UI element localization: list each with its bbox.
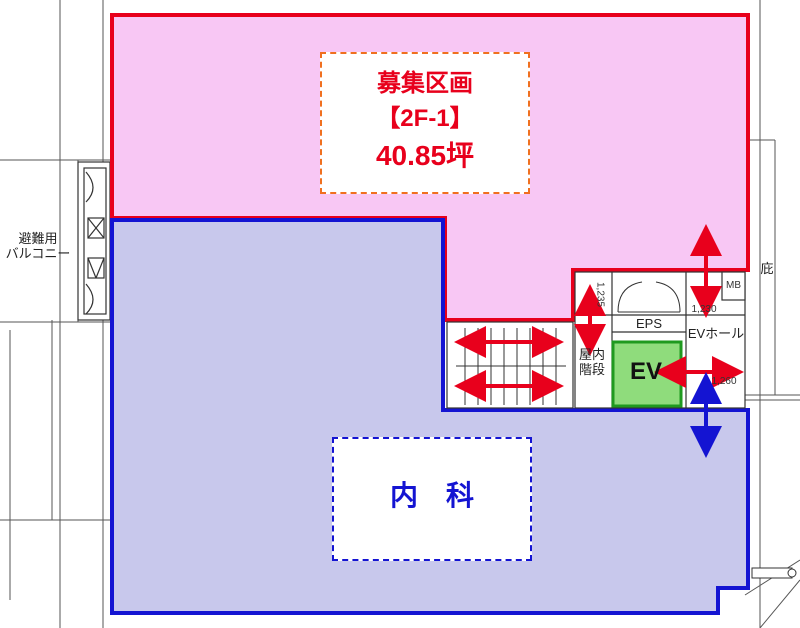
mb-label: MB: [726, 280, 741, 291]
dim-1260: 1,260: [711, 376, 737, 387]
stairs-label: 屋内 階段: [578, 347, 605, 377]
exterior-details: [751, 567, 797, 579]
dim-1230: 1,230: [691, 304, 717, 315]
balcony-label: 避難用 バルコニー: [5, 231, 71, 261]
recruit-area-size: 40.85坪: [375, 140, 475, 171]
ev-shaft: [611, 340, 683, 408]
balcony-area: [77, 161, 111, 321]
ev-hall-label: EVホール: [687, 326, 745, 341]
tenant-name: 内 科: [389, 480, 474, 511]
recruit-title: 募集区画: [377, 70, 473, 97]
dim-1235: 1,235: [594, 282, 606, 308]
eps-label: EPS: [635, 316, 662, 331]
ev-doors: [617, 281, 681, 313]
canopy-label: 庇: [760, 261, 774, 276]
recruit-unit: 【2F-1】: [376, 105, 474, 132]
tenant-label-box: [332, 437, 532, 561]
recruit-label-box: [320, 52, 530, 194]
tenant-area: [110, 218, 750, 615]
ev-label: EV: [629, 358, 662, 385]
